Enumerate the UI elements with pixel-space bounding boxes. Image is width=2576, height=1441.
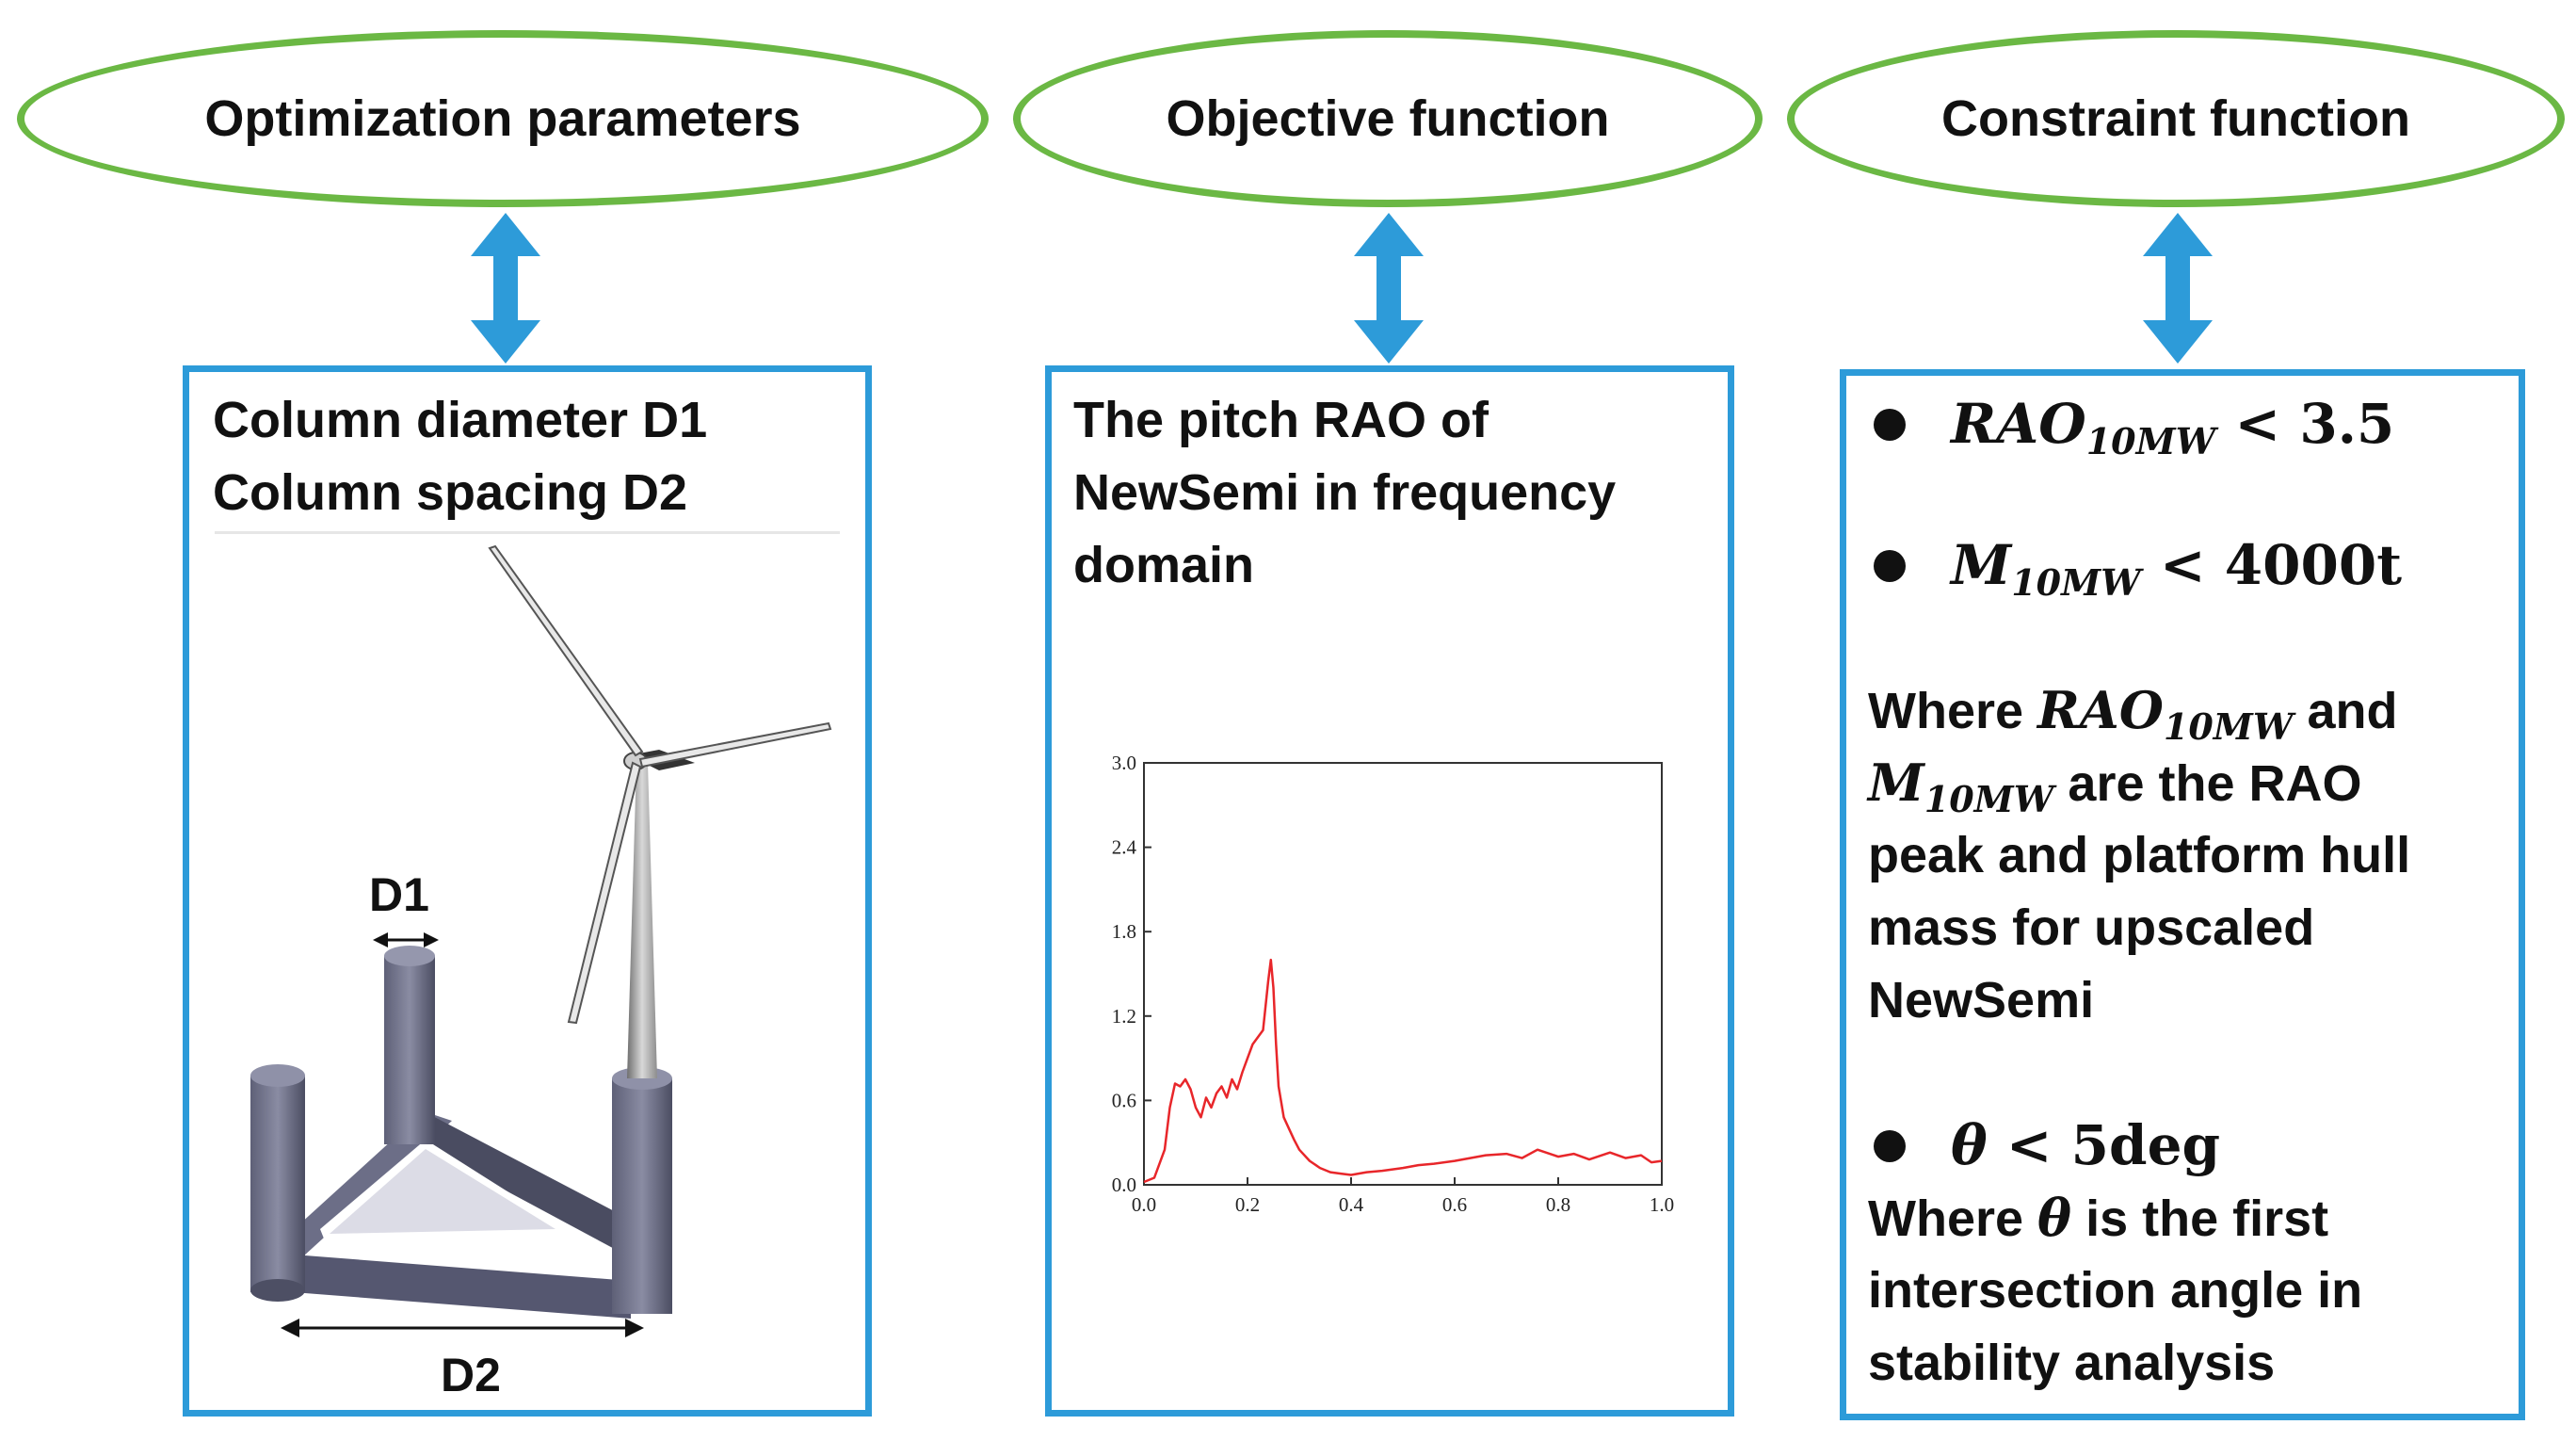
is-the-first-text: is the first (2071, 1190, 2329, 1247)
theta-relation: < 5deg (1987, 1113, 2221, 1177)
theta-line-2: intersection angle in (1868, 1262, 2363, 1319)
y-tick-label: 1.8 (1112, 920, 1136, 943)
rao-subscript-inline: 10MW (2163, 705, 2294, 748)
x-tick-label: 0.6 (1442, 1193, 1467, 1216)
box-objective-function (1045, 365, 1734, 1417)
mass-subscript: 10MW (2011, 561, 2141, 604)
bullet-icon (1874, 1129, 1906, 1162)
box-constraint-function (1840, 369, 2525, 1420)
y-tick-label: 0.0 (1112, 1174, 1136, 1196)
constraint-angle: θ < 5deg (1874, 1109, 2220, 1182)
y-tick-label: 2.4 (1112, 836, 1137, 859)
oval-objective-function: Objective function (1013, 30, 1763, 207)
where-line-1: Where RAO10MW and (1868, 674, 2398, 763)
constraint-mass: M10MW < 4000t (1874, 529, 2402, 619)
mass-subscript-inline: 10MW (1924, 778, 2054, 820)
x-tick-label: 0.8 (1546, 1193, 1570, 1216)
where-line-2: M10MW are the RAO (1868, 747, 2362, 835)
and-text: and (2293, 683, 2398, 739)
text-pitch-rao-line1: The pitch RAO of (1073, 392, 1489, 448)
oval-constraint-function: Constraint function (1787, 30, 2565, 207)
label-d2: D2 (441, 1349, 501, 1401)
text-column-spacing: Column spacing D2 (213, 464, 688, 521)
platform-turbine-illustration (250, 544, 832, 1337)
y-tick-label: 0.6 (1112, 1089, 1136, 1111)
bullet-icon (1874, 549, 1906, 582)
y-tick-label: 1.2 (1112, 1005, 1136, 1028)
are-the-rao-text: are the RAO (2053, 755, 2362, 812)
oval-optimization-label: Optimization parameters (204, 90, 801, 147)
theta-line-1: Where θ is the first (1868, 1182, 2328, 1255)
theta-symbol: θ (1951, 1113, 1988, 1177)
label-d1: D1 (369, 868, 429, 921)
double-arrow-left (471, 213, 540, 364)
theta-line-3: stability analysis (1868, 1335, 2276, 1391)
plot-frame (1143, 762, 1663, 1186)
x-tick-label: 0.4 (1339, 1193, 1364, 1216)
pitch-rao-chart: 0.0 0.6 1.2 1.8 2.4 3.0 0.0 0.2 0.4 0.6 0.8 1.0 (1112, 752, 1674, 1216)
oval-optimization-parameters: Optimization parameters (17, 30, 989, 207)
where-line-5: NewSemi (1868, 972, 2095, 1028)
constraint-rao: RAO10MW < 3.5 (1874, 388, 2394, 478)
mass-symbol-inline: M (1868, 753, 1924, 813)
double-arrow-right (2143, 213, 2213, 364)
text-pitch-rao-line3: domain (1073, 537, 1255, 593)
double-arrow-middle (1354, 213, 1424, 364)
x-tick-label: 1.0 (1650, 1193, 1674, 1216)
where-text: Where (1868, 683, 2038, 739)
y-tick-label: 3.0 (1112, 752, 1136, 774)
rao-relation: < 3.5 (2215, 392, 2395, 456)
where-line-3: peak and platform hull (1868, 827, 2411, 883)
divider-line (215, 531, 840, 534)
bullet-icon (1874, 408, 1906, 441)
mass-relation: < 4000t (2140, 533, 2403, 597)
where-line-4: mass for upscaled (1868, 899, 2315, 956)
text-column-diameter: Column diameter D1 (213, 392, 708, 448)
text-pitch-rao-line2: NewSemi in frequency (1073, 464, 1617, 521)
mass-symbol: M (1951, 533, 2012, 597)
rao-subscript: 10MW (2085, 420, 2216, 462)
series-line (1143, 958, 1663, 1184)
rao-symbol: RAO (1951, 392, 2086, 456)
x-tick-label: 0.0 (1132, 1193, 1156, 1216)
oval-constraint-label: Constraint function (1941, 90, 2410, 147)
x-tick-label: 0.2 (1235, 1193, 1260, 1216)
oval-objective-label: Objective function (1166, 90, 1610, 147)
rao-symbol-inline: RAO (2037, 680, 2164, 740)
theta-symbol-inline: θ (2037, 1188, 2072, 1248)
where-text: Where (1868, 1190, 2038, 1247)
